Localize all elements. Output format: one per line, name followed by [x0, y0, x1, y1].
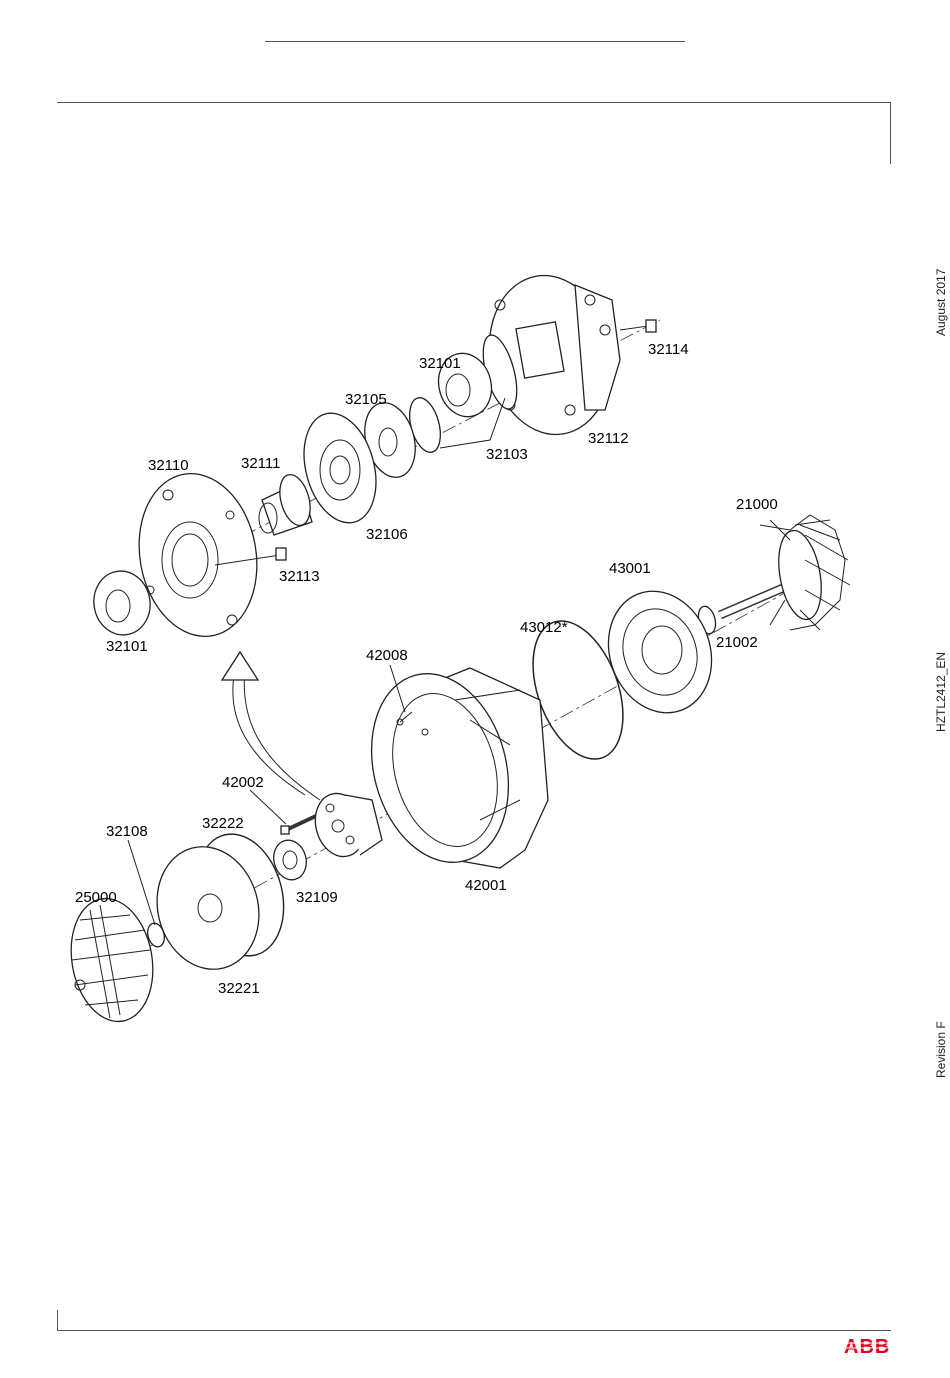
- part-21000-turbine-rotor: [720, 515, 850, 630]
- part-32114-screw: [620, 320, 656, 332]
- label-42002: 42002: [222, 774, 264, 791]
- label-32108: 32108: [106, 823, 148, 840]
- abb-logo-text: ABB: [844, 1336, 890, 1356]
- part-32111-sleeve: [259, 471, 315, 535]
- label-32114: 32114: [648, 341, 689, 358]
- abb-logo: ABB: [844, 1336, 894, 1356]
- label-32103: 32103: [486, 446, 528, 463]
- part-32221-wall: [144, 835, 273, 981]
- label-42008: 42008: [366, 647, 408, 664]
- leader-42002: [250, 790, 286, 824]
- part-43001-heat-shield: [592, 577, 728, 728]
- part-32109-seal: [269, 837, 310, 884]
- part-32110-cover: [127, 464, 270, 646]
- label-21002: 21002: [716, 634, 758, 651]
- label-32101-left: 32101: [106, 638, 148, 655]
- label-32105: 32105: [345, 391, 387, 408]
- label-32109: 32109: [296, 889, 338, 906]
- label-25000: 25000: [75, 889, 117, 906]
- label-21000: 21000: [736, 496, 778, 513]
- label-32106: 32106: [366, 526, 408, 543]
- label-32221: 32221: [218, 980, 260, 997]
- label-32101-top: 32101: [419, 355, 461, 372]
- label-32111: 32111: [241, 455, 281, 472]
- label-32112: 32112: [588, 430, 629, 447]
- part-42002-screw: [281, 815, 318, 834]
- part-bearing-block: [309, 788, 382, 862]
- label-43001: 43001: [609, 560, 651, 577]
- label-42001: 42001: [465, 877, 507, 894]
- label-32113: 32113: [279, 568, 320, 585]
- label-43012: 43012*: [520, 619, 568, 636]
- part-42001-bearing-casing: [351, 658, 548, 878]
- label-32222: 32222: [202, 815, 244, 832]
- part-25000-compressor-wheel: [62, 892, 162, 1028]
- label-32110: 32110: [148, 457, 189, 474]
